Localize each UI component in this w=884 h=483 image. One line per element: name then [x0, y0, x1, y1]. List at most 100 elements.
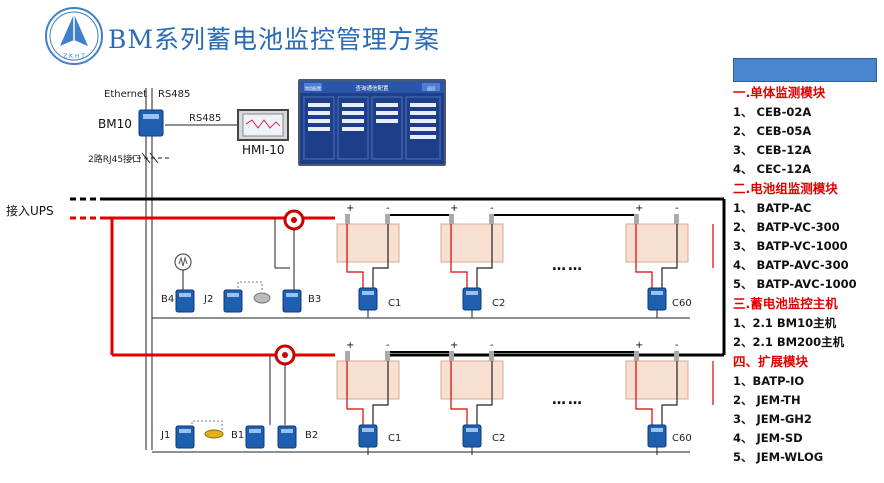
b4-module-display — [179, 293, 191, 297]
battery-terminal-pos — [449, 351, 454, 361]
temperature-sensor-icon — [174, 253, 192, 290]
module-item: 4、 BATP-AVC-300 — [733, 258, 849, 272]
c2-label-1: C2 — [492, 298, 506, 309]
minus-sign: - — [675, 340, 679, 351]
sense-wire-pos — [450, 361, 468, 425]
c1-label-1: C1 — [388, 298, 402, 309]
plus-sign: + — [635, 340, 643, 351]
ups-label: 接入UPS — [6, 204, 54, 218]
ups-black-line — [70, 197, 726, 357]
plus-sign: + — [450, 203, 458, 214]
hmi-config-screenshot: 常用配置 查询通信配置 返回 — [298, 79, 446, 166]
battery-terminal-pos — [345, 351, 350, 361]
sense-wire-neg — [372, 361, 389, 425]
sense-wire-neg — [476, 224, 493, 288]
cell-monitor-module-display — [362, 291, 374, 295]
current-sensor-1 — [283, 209, 305, 290]
module-item: 1、 CEB-02A — [733, 105, 812, 119]
sense-wire-pos — [346, 361, 364, 425]
page-title: BM系列蓄电池监控管理方案 — [108, 25, 440, 54]
battery-terminal-neg — [674, 214, 679, 224]
module-item: 3、 JEM-GH2 — [733, 412, 812, 426]
c60-label-2: C60 — [672, 433, 692, 444]
section-title: 三.蓄电池监控主机 — [733, 296, 838, 311]
ethernet-label: Ethernet — [104, 89, 148, 100]
cell-monitor-module-display — [466, 291, 478, 295]
ellipsis-1: …… — [552, 258, 584, 274]
battery-cell — [440, 223, 504, 263]
comm-bus — [130, 88, 170, 450]
panel-body: 一.单体监测模块 1、 CEB-02A 2、 CEB-05A 3、 CEB-12A 4、… — [733, 83, 879, 467]
battery-terminal-pos — [634, 214, 639, 224]
sense-wire-pos — [450, 224, 468, 288]
j2-label: J2 — [204, 294, 214, 305]
panel-header-bar — [733, 58, 877, 82]
minus-sign: - — [675, 203, 679, 214]
sense-wire-neg — [476, 361, 493, 425]
rj45-label: 2路RJ45接口 — [88, 155, 142, 165]
hmi10-label: HMI-10 — [242, 143, 285, 157]
module-item: 2、 JEM-TH — [733, 393, 801, 407]
battery-cell — [625, 223, 689, 263]
module-item: 2、2.1 BM200主机 — [733, 335, 845, 349]
sense-wire-pos — [635, 224, 653, 288]
hmi-header: 查询通信配置 — [355, 84, 389, 92]
minus-sign: - — [490, 340, 494, 351]
b3-label: B3 — [308, 294, 322, 305]
cell-monitor-module-display — [651, 428, 663, 432]
c60-label-1: C60 — [672, 298, 692, 309]
module-item: 1、BATP-IO — [733, 374, 805, 388]
module-item: 5、 BATP-AVC-1000 — [733, 277, 857, 291]
minus-sign: - — [386, 340, 390, 351]
battery-terminal-neg — [385, 351, 390, 361]
rs485-link-label: RS485 — [189, 113, 222, 124]
sense-wire-neg — [372, 224, 389, 288]
water-sensor-icon — [191, 420, 224, 439]
hmi10-screen-icon — [237, 109, 289, 141]
module-list-panel: 一.单体监测模块 1、 CEB-02A 2、 CEB-05A 3、 CEB-12A 4、… — [733, 58, 879, 467]
module-item: 4、 JEM-SD — [733, 431, 803, 445]
battery-cell — [336, 360, 400, 400]
sense-wire-neg — [661, 361, 678, 425]
battery-terminal-neg — [674, 351, 679, 361]
battery-terminal-neg — [385, 214, 390, 224]
battery-cell — [625, 360, 689, 400]
j1-label: J1 — [161, 430, 171, 441]
sense-wire-neg — [661, 224, 678, 288]
sense-wire-pos — [635, 361, 653, 425]
rs485-top-label: RS485 — [158, 89, 191, 100]
plus-sign: + — [635, 203, 643, 214]
hmi-right-btn: 返回 — [427, 85, 435, 91]
b1-module-display — [249, 429, 261, 433]
section-title: 二.电池组监测模块 — [733, 181, 838, 196]
company-logo: Z K H T — [45, 7, 103, 65]
b2-module-display — [281, 429, 293, 433]
module-item: 3、 CEB-12A — [733, 143, 812, 157]
plus-sign: + — [346, 340, 354, 351]
battery-terminal-pos — [449, 214, 454, 224]
b2-label: B2 — [305, 430, 319, 441]
cell-monitor-module-display — [362, 428, 374, 432]
c2-label-2: C2 — [492, 433, 506, 444]
bm10-label: BM10 — [98, 117, 132, 131]
hmi-left-btn: 常用配置 — [305, 85, 321, 91]
battery-cell — [440, 360, 504, 400]
module-item: 1、2.1 BM10主机 — [733, 316, 837, 330]
ellipsis-2: …… — [552, 392, 584, 408]
bm10-device — [138, 109, 164, 137]
b1-label: B1 — [231, 430, 245, 441]
section-title: 一.单体监测模块 — [733, 85, 826, 100]
battery-terminal-pos — [634, 351, 639, 361]
battery-terminal-pos — [345, 214, 350, 224]
module-item: 2、 CEB-05A — [733, 124, 812, 138]
battery-cell — [336, 223, 400, 263]
minus-sign: - — [386, 203, 390, 214]
sense-wire-pos — [346, 224, 364, 288]
plus-sign: + — [346, 203, 354, 214]
b4-label: B4 — [161, 294, 175, 305]
smoke-detector-icon — [237, 281, 271, 304]
battery-terminal-neg — [489, 351, 494, 361]
plus-sign: + — [450, 340, 458, 351]
